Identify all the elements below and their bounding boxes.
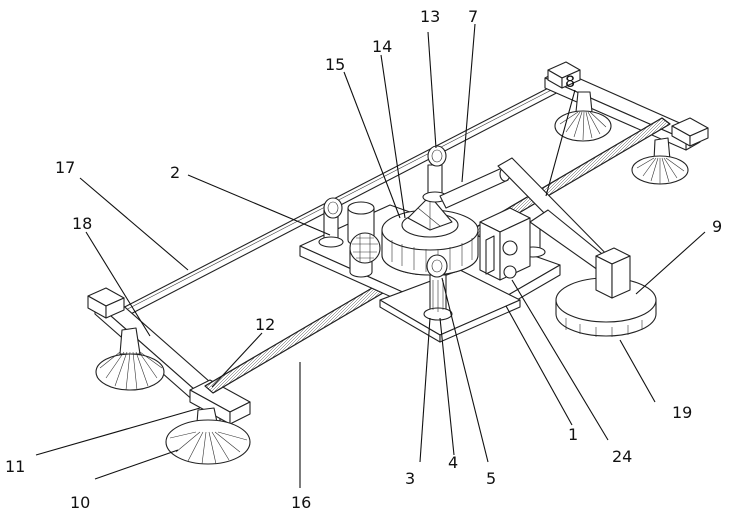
label-4: 4 xyxy=(448,453,458,472)
label-3: 3 xyxy=(405,469,415,488)
label-9: 18 xyxy=(72,214,92,233)
label-16: 8 xyxy=(565,72,575,91)
motor-bracket xyxy=(480,208,530,280)
label-1: 1 xyxy=(568,425,578,444)
label-12: 12 xyxy=(255,315,275,334)
label-17: 14 xyxy=(372,37,392,56)
label-18: 9 xyxy=(712,217,722,236)
piston-rod xyxy=(440,167,510,208)
label-7: 16 xyxy=(291,493,311,512)
label-13: 13 xyxy=(420,7,440,26)
label-8: 17 xyxy=(55,158,75,177)
right-disc-post xyxy=(596,248,630,298)
label-15: 7 xyxy=(468,7,478,26)
label-2: 2 xyxy=(170,163,180,182)
label-14: 15 xyxy=(325,55,345,74)
label-11: 11 xyxy=(5,457,25,476)
label-10: 10 xyxy=(70,493,90,512)
label-19: 19 xyxy=(672,403,692,422)
label-24: 24 xyxy=(612,447,632,466)
label-5: 5 xyxy=(486,469,496,488)
